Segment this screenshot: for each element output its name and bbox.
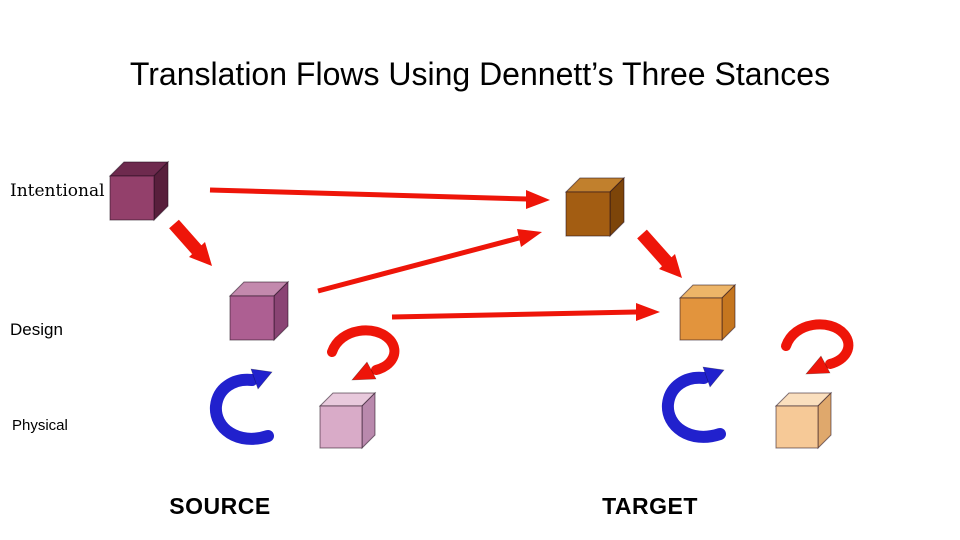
curved-arrow-red-source <box>327 325 400 381</box>
arrow-shaft <box>637 229 672 267</box>
arrowhead-icon <box>659 254 682 278</box>
cube-target-intentional <box>564 176 626 238</box>
curved-arrow-path <box>327 325 400 375</box>
cube-face-front <box>109 175 155 221</box>
arrow-target-intentional-to-design <box>637 229 682 278</box>
arrowhead-icon <box>351 361 377 381</box>
cube-face-front <box>229 295 275 341</box>
arrow-shaft <box>391 309 638 320</box>
arrowhead-icon <box>189 242 212 266</box>
cube-source-intentional <box>108 160 170 222</box>
curved-arrow-path <box>781 319 854 369</box>
arrow-shaft <box>317 235 520 294</box>
slide-title: Translation Flows Using Dennett’s Three … <box>129 56 831 92</box>
row-label-physical: Physical <box>12 417 68 434</box>
column-label-source: SOURCE <box>169 493 271 519</box>
cube-source-physical <box>318 391 377 450</box>
arrow-intentional-source-to-target <box>209 187 550 209</box>
column-label-target: TARGET <box>602 493 698 519</box>
arrowhead-icon <box>805 355 831 375</box>
curved-arrow-red-target <box>781 319 854 375</box>
curved-arrow-path <box>661 371 726 443</box>
arrowhead-icon <box>636 303 660 321</box>
row-label-intentional: Intentional <box>10 181 105 201</box>
row-label-design: Design <box>10 320 63 339</box>
cube-target-design <box>678 283 737 342</box>
arrowhead-icon <box>517 229 542 247</box>
cube-target-physical <box>774 391 833 450</box>
arrow-design-source-to-intentional-target <box>317 229 542 294</box>
cube-face-front <box>775 405 819 449</box>
arrow-shaft <box>169 219 202 255</box>
cube-face-front <box>319 405 363 449</box>
cube-face-front <box>565 191 611 237</box>
arrowhead-icon <box>702 366 725 388</box>
arrowhead-icon <box>526 190 550 209</box>
arrow-source-intentional-to-design <box>169 219 212 266</box>
curved-arrow-blue-source <box>209 368 274 445</box>
cube-face-front <box>679 297 723 341</box>
curved-arrow-path <box>209 373 274 445</box>
arrowhead-icon <box>250 368 273 390</box>
curved-arrow-blue-target <box>661 366 726 443</box>
arrow-design-source-to-target <box>391 303 660 321</box>
cube-source-design <box>228 280 290 342</box>
arrow-shaft <box>209 187 528 202</box>
